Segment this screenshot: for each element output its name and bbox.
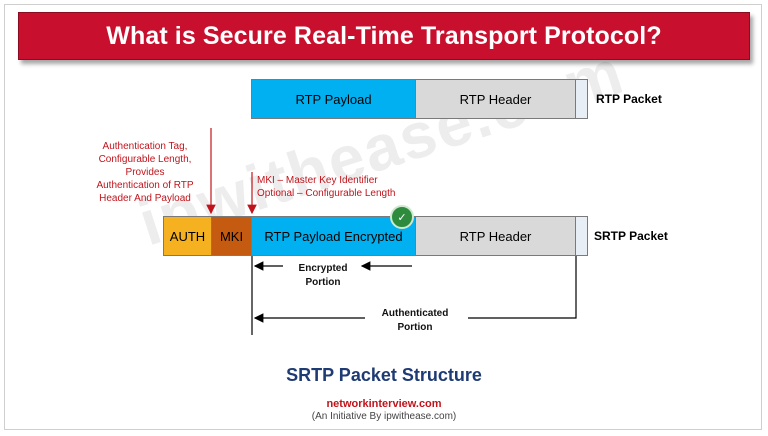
srtp-header-label: RTP Header (459, 228, 532, 244)
authenticated-portion-label: Authenticated Portion (381, 308, 449, 333)
authenticated-arrow-right (468, 256, 577, 319)
srtp-packet-label: SRTP Packet (594, 229, 668, 243)
auth-tag-note: Authentication Tag, Configurable Length,… (96, 141, 194, 204)
srtp-payload-segment: RTP Payload Encrypted (251, 216, 416, 256)
rtp-payload-label: RTP Payload (295, 91, 372, 107)
srtp-header-segment: RTP Header (415, 216, 576, 256)
rtp-packet-label: RTP Packet (596, 92, 662, 106)
auth-label: AUTH (169, 228, 206, 244)
rtp-trailer-segment (575, 79, 588, 119)
mki-label: MKI (219, 228, 244, 244)
title-banner: What is Secure Real-Time Transport Proto… (18, 12, 750, 60)
diagram-subtitle: SRTP Packet Structure (286, 365, 482, 385)
page-title: What is Secure Real-Time Transport Proto… (106, 21, 662, 50)
auth-segment: AUTH (163, 216, 212, 256)
site-tagline: (An Initiative By ipwithease.com) (311, 411, 457, 422)
rtp-header-segment: RTP Header (415, 79, 576, 119)
rtp-header-label: RTP Header (459, 91, 532, 107)
rtp-payload-segment: RTP Payload (251, 79, 416, 119)
srtp-trailer-segment (575, 216, 588, 256)
shield-check-icon: ✓ (390, 205, 414, 229)
site-name: networkinterview.com (326, 398, 442, 410)
mki-note: MKI – Master Key Identifier Optional – C… (257, 175, 396, 199)
srtp-payload-label: RTP Payload Encrypted (264, 228, 403, 244)
encrypted-portion-label: Encrypted Portion (298, 263, 348, 288)
